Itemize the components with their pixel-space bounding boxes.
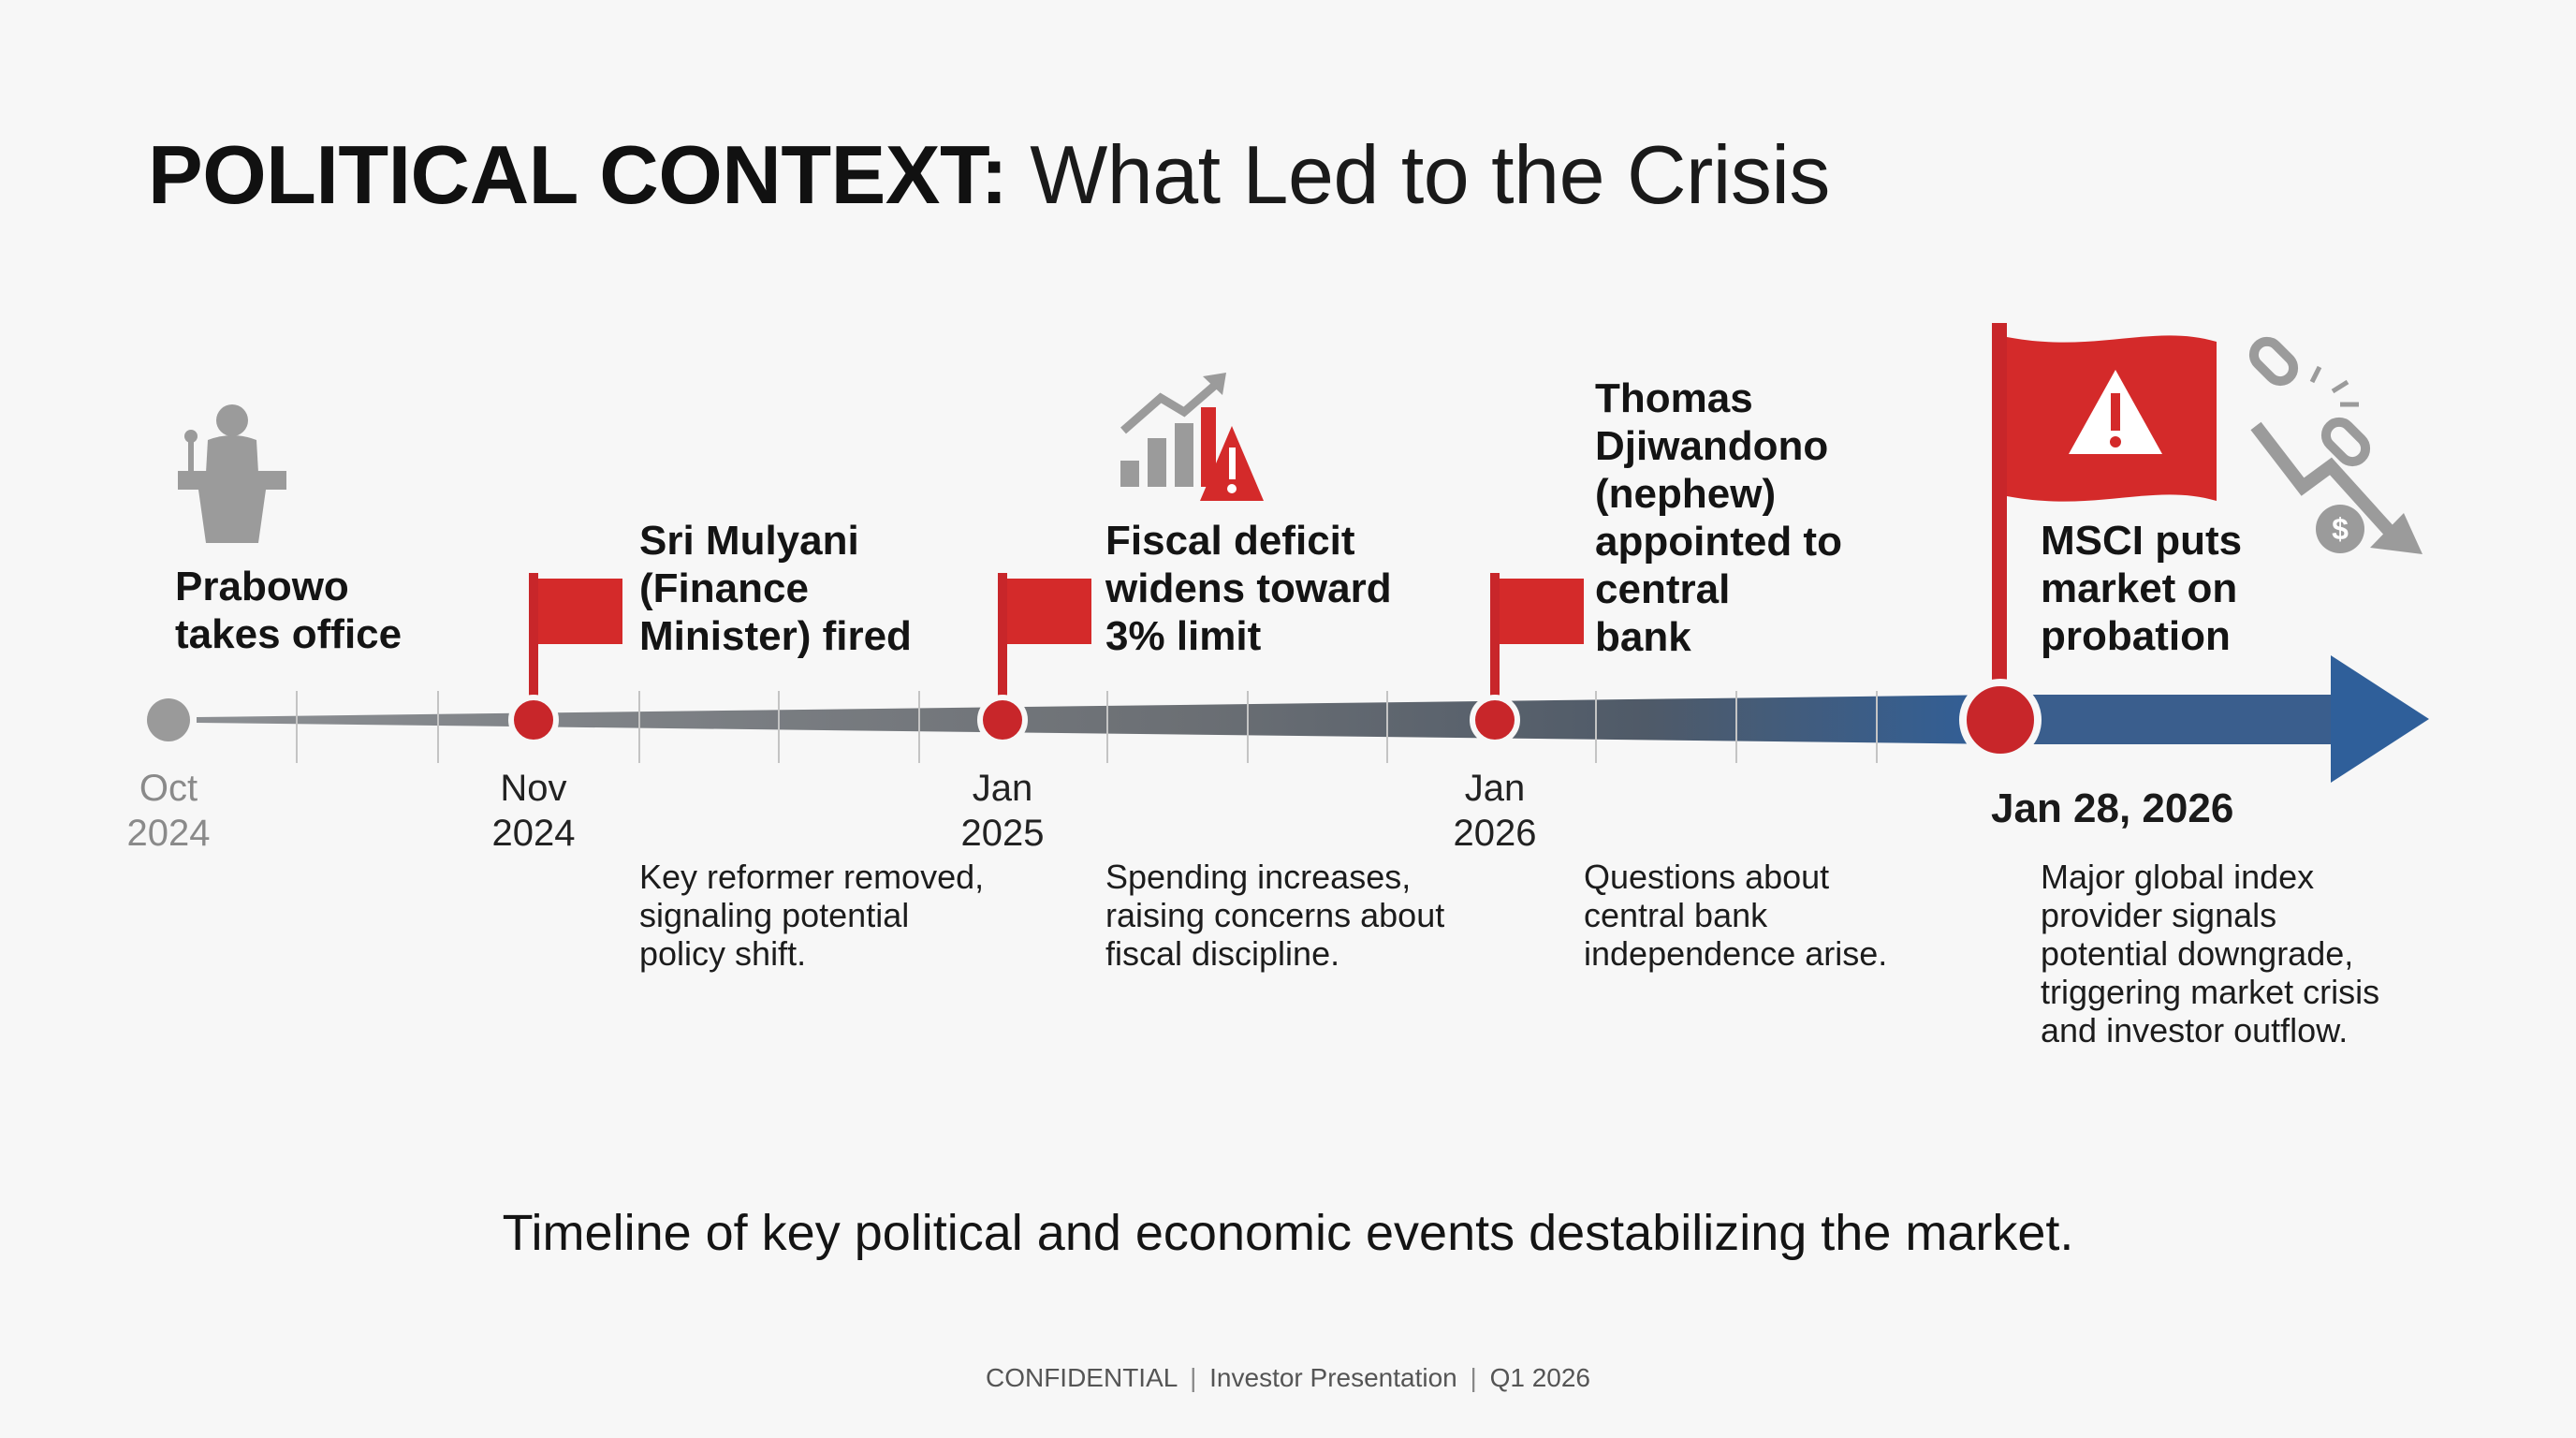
event-date-jan-2025: Jan 2025 [909, 766, 1096, 856]
event-date-jan-2026: Jan 2026 [1401, 766, 1588, 856]
event-desc-sri-mulyani: Key reformer removed, signaling potentia… [639, 858, 984, 973]
event-title-fiscal-deficit: Fiscal deficit widens toward 3% limit [1105, 517, 1392, 660]
event-title-line: appointed to [1595, 519, 1842, 565]
flag-icon [977, 573, 1091, 745]
event-title-line: Minister) fired [639, 613, 912, 659]
flag-icon [508, 573, 622, 745]
event-date-line: Jan [1464, 768, 1526, 809]
event-desc-line: Questions about [1584, 858, 1830, 896]
event-title-prabowo: Prabowo takes office [175, 563, 402, 658]
event-title-line: market on [2041, 565, 2238, 611]
svg-text:$: $ [2332, 512, 2349, 546]
event-title-line: takes office [175, 611, 402, 657]
event-date-line: Oct [139, 768, 198, 809]
timeline-caption: Timeline of key political and economic e… [502, 1205, 2074, 1261]
title-light: What Led to the Crisis [1030, 128, 1830, 221]
event-desc-line: signaling potential [639, 896, 910, 934]
page-title: POLITICAL CONTEXT: What Led to the Crisi… [148, 124, 1830, 227]
footer-quarter: Q1 2026 [1489, 1363, 1590, 1392]
event-desc-line: Key reformer removed, [639, 858, 985, 896]
event-title-line: MSCI puts [2041, 518, 2243, 564]
footer-confidential: CONFIDENTIAL [985, 1363, 1178, 1392]
marker-oct-2024 [147, 698, 190, 741]
event-title-line: widens toward [1105, 565, 1392, 611]
event-title-line: Fiscal deficit [1105, 518, 1355, 564]
event-desc-line: policy shift. [639, 934, 807, 973]
event-desc-line: Spending increases, [1105, 858, 1412, 896]
event-date-line: Nov [500, 768, 567, 809]
event-title-line: 3% limit [1105, 613, 1262, 659]
event-desc-line: independence arise. [1584, 934, 1888, 973]
event-date-line: 2024 [126, 813, 211, 854]
event-date-line: 2024 [491, 813, 576, 854]
event-desc-djiwandono: Questions about central bank independenc… [1584, 858, 1887, 973]
event-desc-line: provider signals [2041, 896, 2277, 934]
bar-chart-warning-icon [1120, 373, 1264, 501]
event-title-line: Sri Mulyani [639, 518, 859, 564]
event-title-msci: MSCI puts market on probation [2041, 517, 2242, 660]
event-title-line: Djiwandono [1595, 423, 1829, 469]
event-title-line: central [1595, 566, 1731, 612]
event-desc-line: triggering market crisis [2041, 973, 2380, 1011]
timeline-ticks [296, 691, 1878, 763]
footer-separator: | [1470, 1363, 1477, 1392]
event-date-oct-2024: Oct 2024 [75, 766, 262, 856]
flag-icon [1470, 573, 1584, 745]
title-bold: POLITICAL CONTEXT: [148, 128, 1008, 221]
podium-speaker-icon [178, 404, 286, 543]
event-date-line: Jan [972, 768, 1033, 809]
event-date-line: 2025 [960, 813, 1045, 854]
event-desc-msci: Major global index provider signals pote… [2041, 858, 2379, 1049]
event-desc-line: fiscal discipline. [1105, 934, 1340, 973]
event-desc-line: central bank [1584, 896, 1768, 934]
warning-flag-icon [1959, 323, 2217, 761]
event-title-line: (Finance [639, 565, 809, 611]
event-title-sri-mulyani: Sri Mulyani (Finance Minister) fired [639, 517, 912, 660]
event-title-line: bank [1595, 614, 1691, 660]
timeline-arrowhead [2331, 655, 2429, 783]
broken-chain-dollar-down-icon: $ [2248, 336, 2422, 554]
event-date-jan-28-2026: Jan 28, 2026 [1991, 785, 2234, 831]
event-desc-line: and investor outflow. [2041, 1011, 2349, 1049]
timeline-axis [197, 655, 2429, 783]
event-date-line: 2026 [1453, 813, 1537, 854]
footer: CONFIDENTIAL | Investor Presentation | Q… [0, 1363, 2576, 1393]
event-title-line: Prabowo [175, 564, 349, 609]
event-desc-line: Major global index [2041, 858, 2315, 896]
footer-separator: | [1190, 1363, 1197, 1392]
event-title-djiwandono: Thomas Djiwandono (nephew) appointed to … [1595, 374, 1842, 661]
event-title-line: Thomas [1595, 375, 1753, 421]
footer-presentation: Investor Presentation [1209, 1363, 1457, 1392]
event-desc-line: potential downgrade, [2041, 934, 2354, 973]
event-title-line: probation [2041, 613, 2231, 659]
event-title-line: (nephew) [1595, 471, 1777, 517]
event-desc-line: raising concerns about [1105, 896, 1445, 934]
event-date-nov-2024: Nov 2024 [440, 766, 627, 856]
event-desc-fiscal-deficit: Spending increases, raising concerns abo… [1105, 858, 1444, 973]
